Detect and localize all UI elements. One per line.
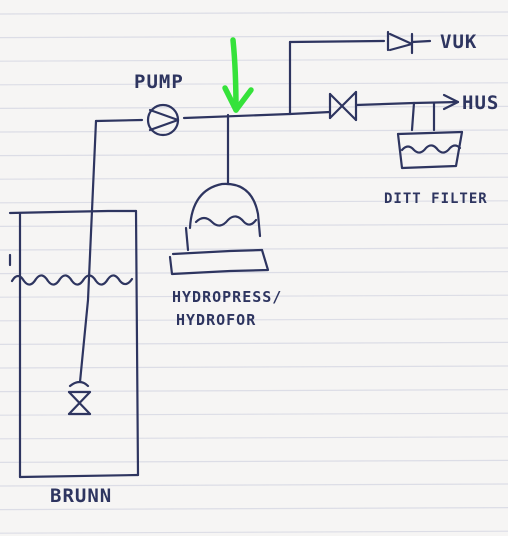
hus-label: HUS	[462, 92, 499, 114]
ruled-line	[0, 105, 508, 109]
main-pipe	[94, 101, 416, 123]
ruled-line	[0, 129, 508, 133]
hydropress-tank	[168, 113, 270, 276]
well-tank	[8, 209, 140, 479]
ruled-line	[0, 459, 508, 463]
vuk-label: VUK	[440, 31, 477, 53]
ruled-line	[0, 294, 508, 298]
ruled-line	[0, 58, 508, 62]
foot-valve-icon	[67, 380, 92, 416]
ruled-lines	[0, 11, 508, 534]
ruled-line	[0, 35, 508, 39]
pump-label: PUMP	[134, 71, 184, 93]
ruled-line	[0, 530, 508, 534]
ruled-line	[0, 365, 508, 369]
vuk-branch-pipe	[288, 39, 386, 116]
ruled-line	[0, 247, 508, 251]
ruled-line	[0, 341, 508, 345]
ruled-line	[0, 176, 508, 180]
ruled-line	[0, 436, 508, 440]
ruled-line	[0, 483, 508, 487]
flow-arrow-icon	[412, 93, 460, 111]
hydropress-label: HYDROPRESS/	[172, 288, 282, 306]
green-arrow-icon	[222, 37, 254, 113]
ruled-line	[0, 271, 508, 275]
filter-housing	[396, 101, 464, 170]
bowtie-valve-icon	[328, 90, 358, 122]
check-valve-icon	[386, 30, 432, 55]
filter-label: DITT FILTER	[384, 191, 488, 207]
hydrofor-label: HYDROFOR	[176, 311, 256, 329]
ruled-line	[0, 318, 508, 322]
ruled-line	[0, 11, 508, 15]
ruled-line	[0, 507, 508, 511]
pump-symbol-icon	[146, 103, 180, 137]
ruled-line	[0, 153, 508, 157]
brunn-label: BRUNN	[50, 485, 112, 507]
suction-pipe	[78, 119, 98, 384]
ruled-line	[0, 223, 508, 227]
ruled-line	[0, 82, 508, 86]
